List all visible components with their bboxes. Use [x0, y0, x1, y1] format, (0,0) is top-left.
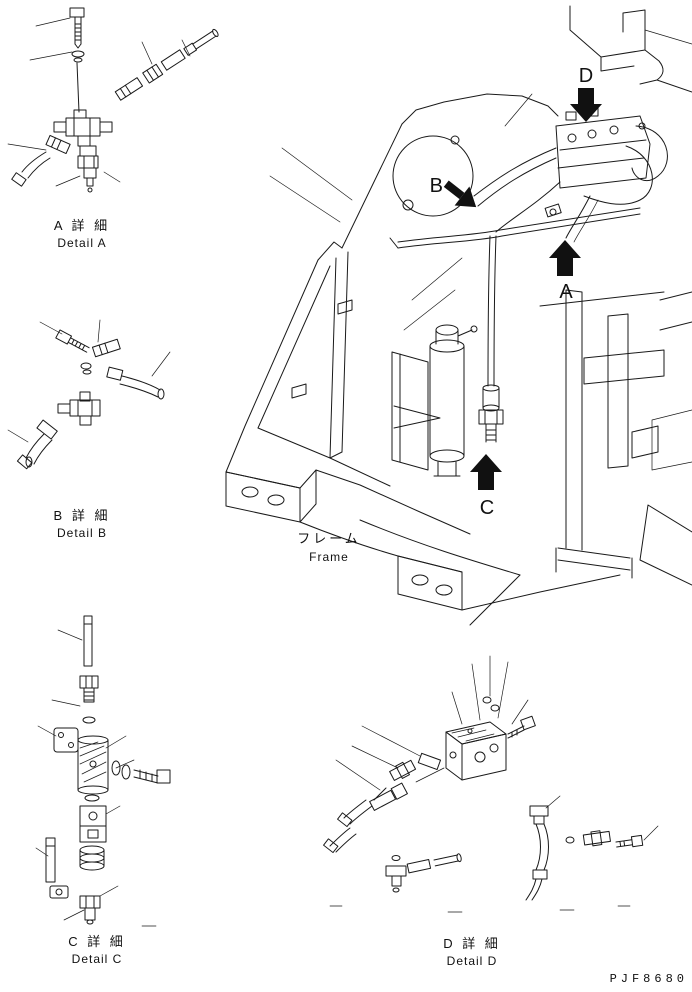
detail-c-label-en: Detail C	[72, 952, 123, 966]
drawing-code: PJF8680	[610, 972, 688, 986]
detail-a-label-jp: A 詳 細	[54, 218, 110, 233]
bolt	[69, 7, 85, 49]
filter-body	[77, 735, 109, 795]
valve-stack	[77, 145, 99, 193]
detail-c-assembly	[35, 615, 171, 927]
left-hose	[11, 134, 71, 187]
fitting-chain	[114, 28, 219, 101]
callout-arrows	[443, 88, 602, 490]
detail-b-assembly	[7, 319, 171, 470]
callout-c: C	[480, 497, 494, 519]
top-bracket	[569, 5, 692, 93]
right-elbow-hose	[525, 805, 549, 901]
left-fitting-lower	[323, 767, 445, 854]
detail-c-label-jp: C 詳 細	[68, 934, 126, 949]
frame-label-jp: フレーム	[297, 531, 361, 546]
arrow-c-icon	[470, 454, 502, 490]
right-nipple-bolt	[582, 830, 644, 848]
frame-label-en: Frame	[309, 550, 349, 564]
callout-d: D	[579, 65, 593, 87]
element-body	[79, 805, 107, 843]
arrow-a-icon	[549, 240, 581, 276]
center-bottom-fitting	[385, 853, 462, 893]
detail-b-label-en: Detail B	[57, 526, 107, 540]
arrow-d-icon	[570, 88, 602, 122]
side-bolt	[111, 760, 171, 784]
detail-d-label-jp: D 詳 細	[443, 936, 501, 951]
right-hose	[106, 366, 165, 400]
lower-fitting	[478, 384, 504, 443]
callout-a: A	[559, 281, 573, 303]
hydraulic-cylinder	[391, 324, 478, 477]
bottom-fitting	[79, 895, 101, 925]
detail-a-label-en: Detail A	[57, 236, 106, 250]
detail-d-label-en: Detail D	[447, 954, 498, 968]
labels: D B A C A 詳 細 Detail A B 詳 細 Detail B C …	[54, 65, 688, 986]
spring	[79, 845, 105, 871]
tee-fitting	[53, 109, 113, 147]
detail-d-assembly	[323, 655, 659, 913]
tee-fitting	[57, 391, 101, 426]
clamp	[49, 885, 69, 899]
frame-body	[225, 93, 621, 626]
detail-b-label-jp: B 詳 細	[54, 508, 111, 523]
tube	[83, 615, 93, 667]
rear-mast	[539, 289, 692, 586]
elbow-hose	[16, 419, 58, 470]
block-bolt	[507, 715, 536, 739]
hose-routing	[389, 125, 668, 443]
arrow-b-icon	[443, 180, 477, 208]
detail-a-assembly	[7, 7, 219, 193]
callout-b: B	[430, 175, 443, 197]
left-fitting-upper	[337, 752, 442, 828]
manifold-block	[445, 721, 507, 781]
fitting	[79, 675, 99, 703]
bracket	[53, 727, 79, 753]
nipple	[91, 338, 121, 358]
bolt	[55, 329, 90, 353]
frame-drawing	[225, 5, 692, 626]
side-tube	[45, 837, 56, 883]
